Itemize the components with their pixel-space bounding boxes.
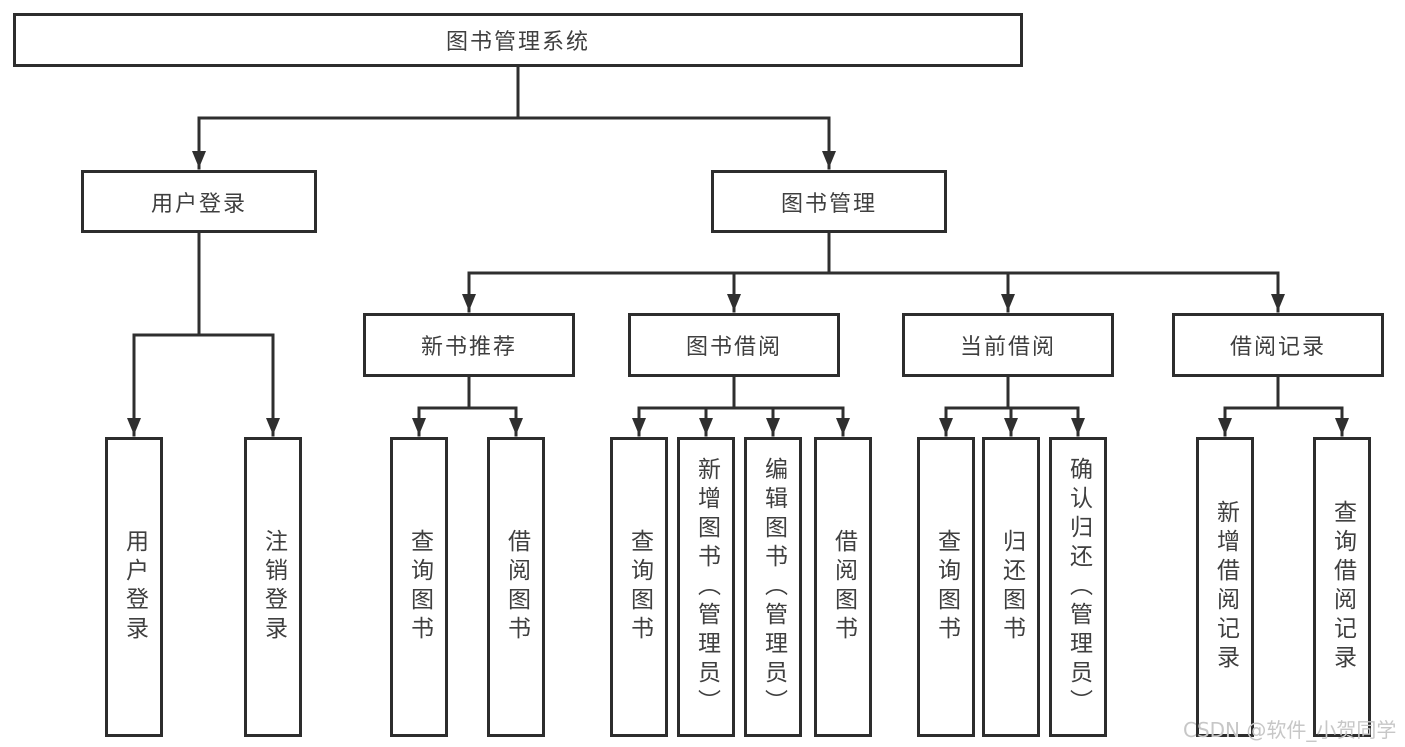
leaf-query-borrow-record: 查询借阅记录	[1313, 437, 1371, 737]
node-book-management: 图书管理	[711, 170, 947, 233]
leaf-query-books-current: 查询图书	[917, 437, 975, 737]
node-book-borrow: 图书借阅	[628, 313, 840, 377]
leaf-edit-books-admin: 编辑图书（管理员）	[744, 437, 802, 737]
leaf-user-login: 用户登录	[105, 437, 163, 737]
leaf-confirm-return-admin: 确认归还（管理员）	[1049, 437, 1107, 737]
leaf-return-books: 归还图书	[982, 437, 1040, 737]
node-new-book-recommend: 新书推荐	[363, 313, 575, 377]
leaf-add-books-admin: 新增图书（管理员）	[677, 437, 735, 737]
leaf-query-books-borrow: 查询图书	[610, 437, 668, 737]
node-library-management-system: 图书管理系统	[13, 13, 1023, 67]
node-current-borrow: 当前借阅	[902, 313, 1114, 377]
leaf-logout: 注销登录	[244, 437, 302, 737]
leaf-borrow-books: 借阅图书	[814, 437, 872, 737]
node-user-login: 用户登录	[81, 170, 317, 233]
node-borrow-records: 借阅记录	[1172, 313, 1384, 377]
leaf-borrow-books-recommend: 借阅图书	[487, 437, 545, 737]
leaf-add-borrow-record: 新增借阅记录	[1196, 437, 1254, 737]
csdn-watermark: CSDN @软件_小贺同学	[1183, 718, 1397, 742]
leaf-query-books-recommend: 查询图书	[390, 437, 448, 737]
